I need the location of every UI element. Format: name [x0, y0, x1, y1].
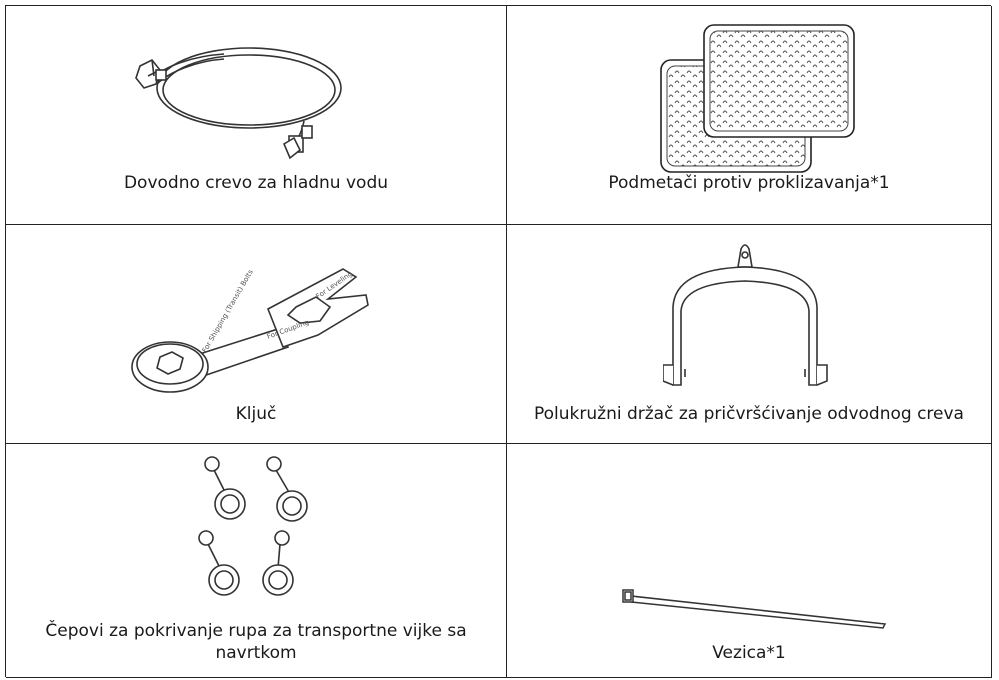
u-shaped-hose-holder-icon	[663, 237, 833, 397]
accessory-cell-wrench: For Shipping (Transit) Bolts For Couplin…	[6, 225, 507, 444]
accessory-cell-tie: Vezica*1	[507, 444, 992, 678]
accessory-caption: Ključ	[6, 403, 506, 425]
accessory-cell-hose: Dovodno crevo za hladnu vodu	[6, 6, 507, 225]
transport-bolt-caps-icon	[186, 454, 326, 604]
spanner-wrench-icon: For Shipping (Transit) Bolts For Couplin…	[128, 239, 378, 399]
accessory-caption: Vezica*1	[507, 642, 991, 664]
accessory-caption: Polukružni držač za pričvršćivanje odvod…	[507, 403, 991, 425]
anti-slip-pads-icon	[656, 20, 866, 180]
accessory-cell-holder: Polukružni držač za pričvršćivanje odvod…	[507, 225, 992, 444]
water-inlet-hose-icon	[134, 26, 354, 161]
accessory-caption: Podmetači protiv proklizavanja*1	[507, 172, 991, 194]
accessory-cell-caps: Čepovi za pokrivanje rupa za transportne…	[6, 444, 507, 678]
accessories-table: Dovodno crevo za hladnu vodu Podmetači p…	[5, 5, 991, 677]
accessory-caption: Dovodno crevo za hladnu vodu	[6, 172, 506, 194]
accessory-caption: Čepovi za pokrivanje rupa za transportne…	[6, 620, 506, 664]
accessory-cell-pads: Podmetači protiv proklizavanja*1	[507, 6, 992, 225]
cable-tie-icon	[621, 574, 891, 634]
